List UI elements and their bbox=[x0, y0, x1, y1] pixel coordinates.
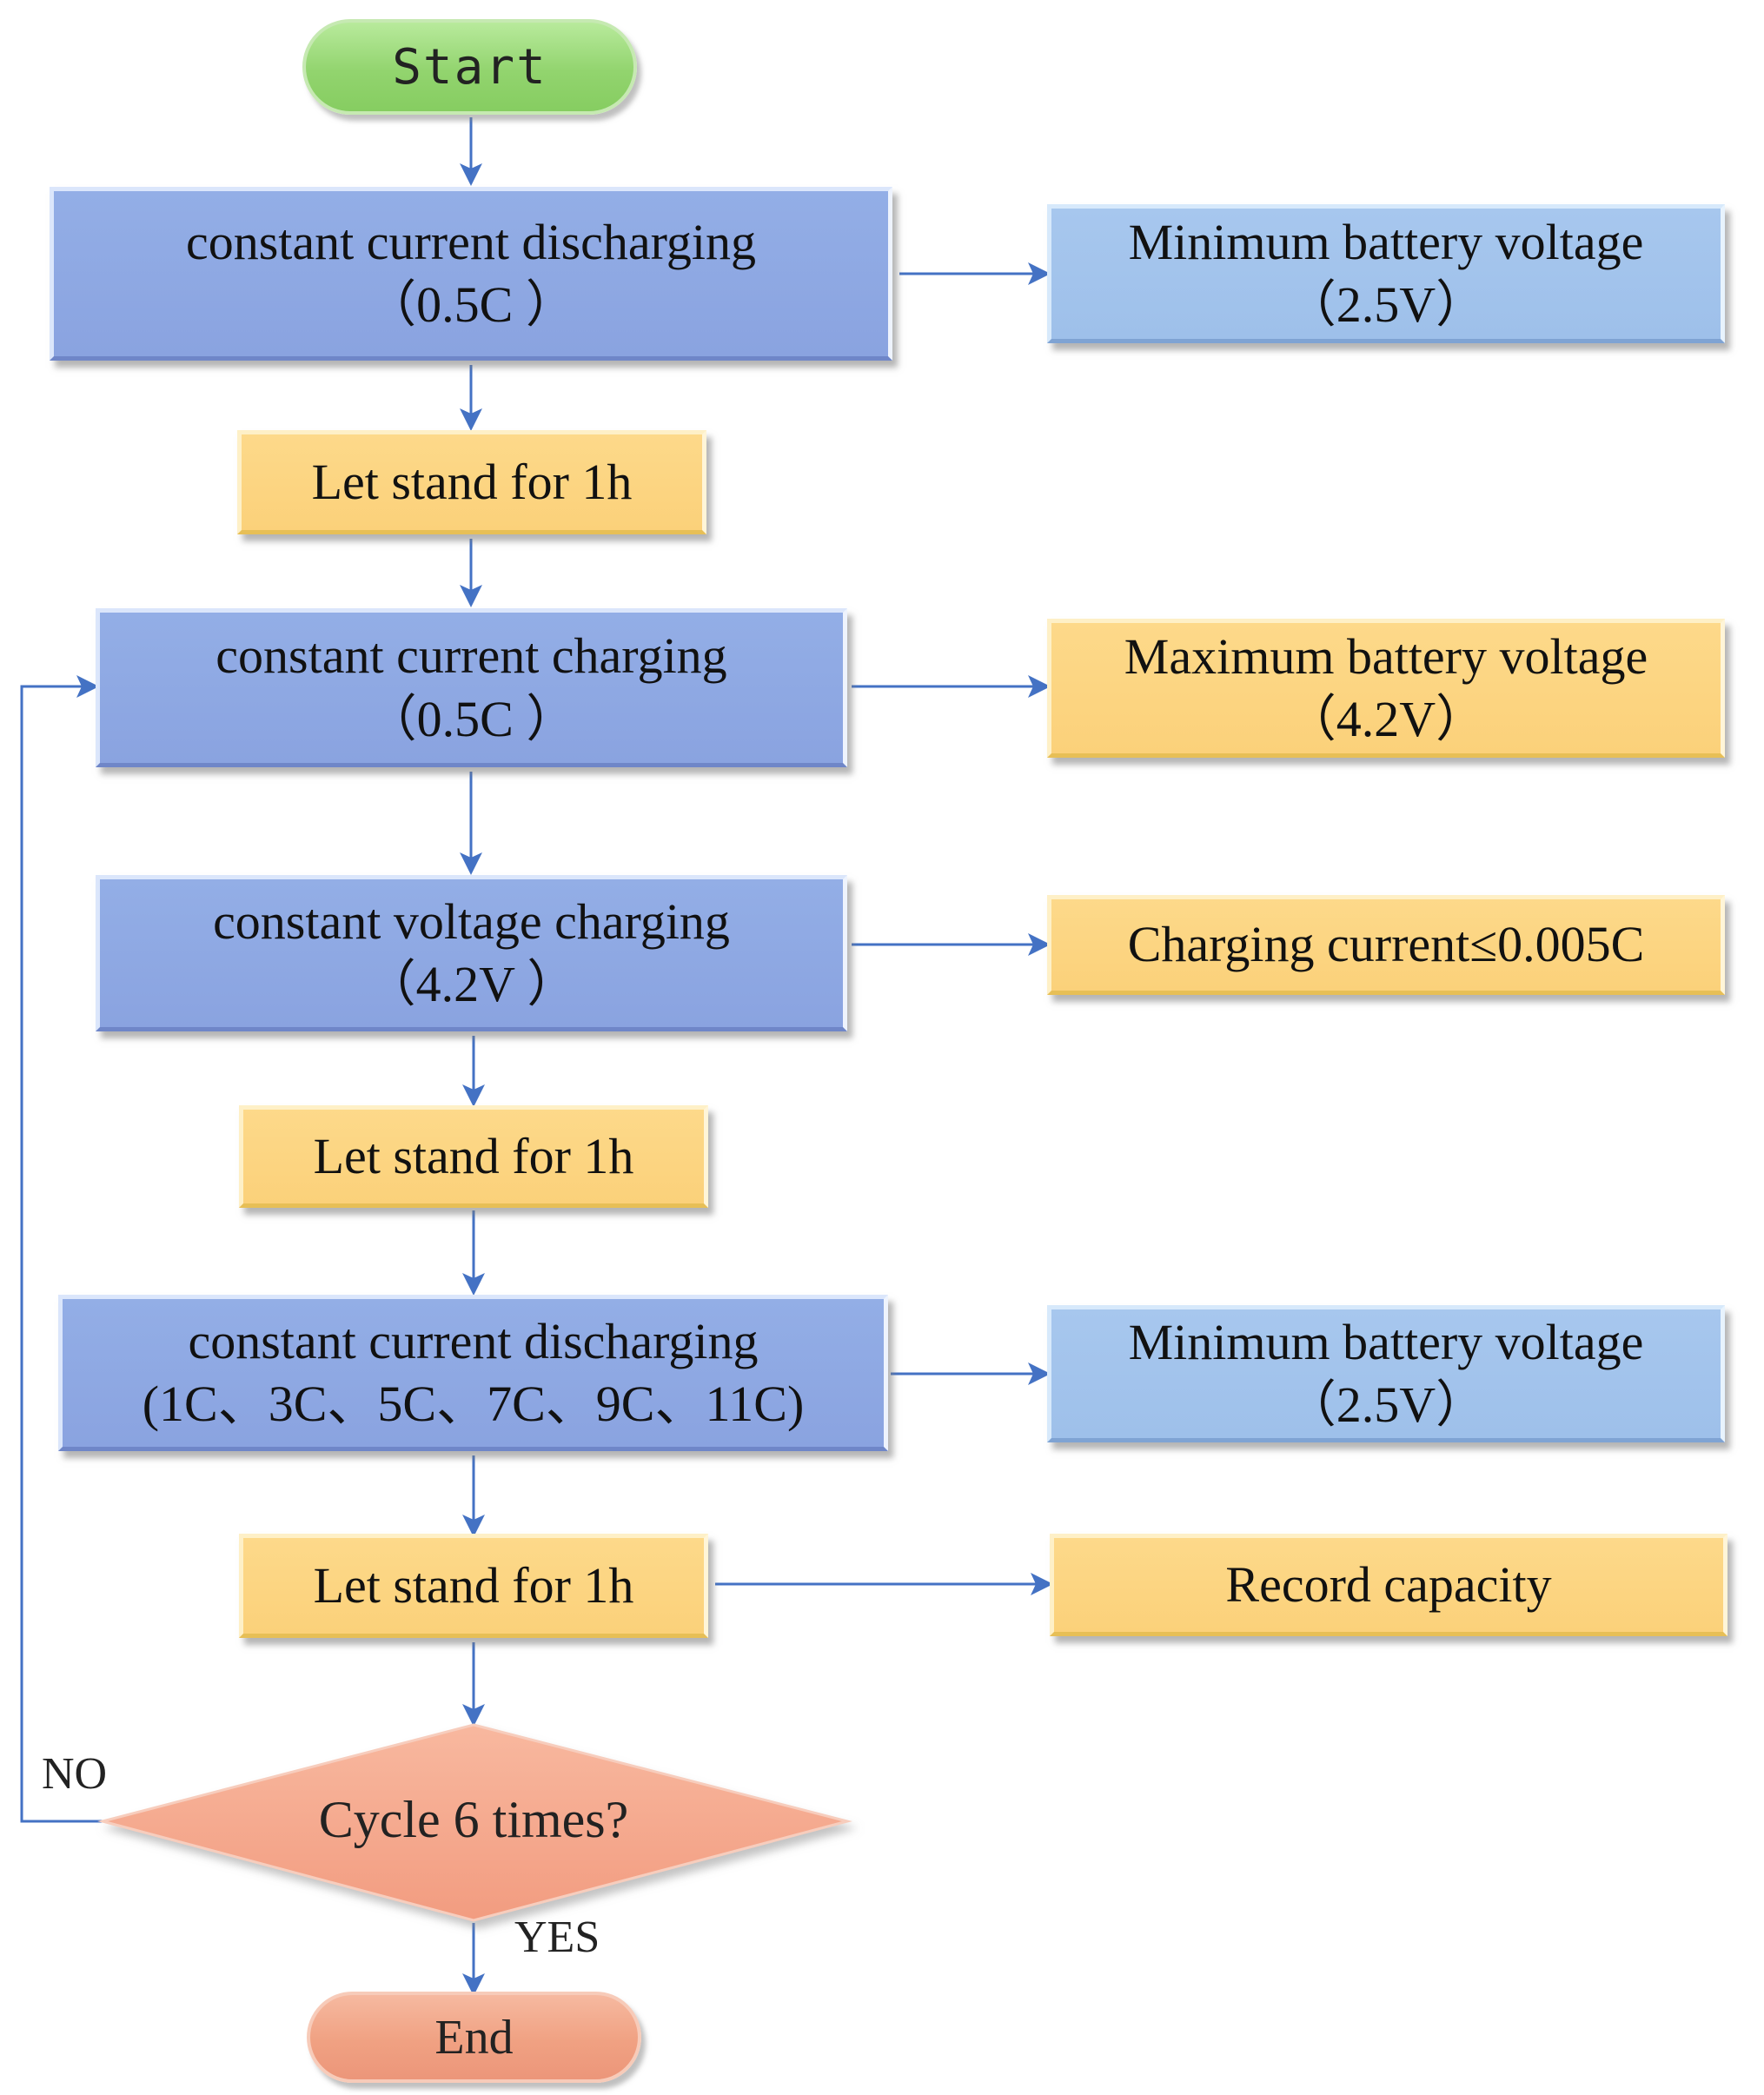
start-terminator: Start bbox=[302, 19, 637, 115]
step-cv-charge: constant voltage charging （4.2V ） bbox=[96, 875, 847, 1031]
step-cc-charge-line2: （0.5C ） bbox=[366, 690, 577, 747]
end-label: End bbox=[434, 2010, 514, 2065]
step-cc-discharge-rates-line2: (1C、3C、5C、7C、9C、11C) bbox=[142, 1376, 805, 1432]
condition-max-voltage-line1: Maximum battery voltage bbox=[1124, 627, 1648, 685]
step-cv-charge-line1: constant voltage charging bbox=[213, 892, 730, 950]
decision-no-label: NO bbox=[42, 1749, 108, 1799]
step-cc-discharge-rates-line1: constant current discharging bbox=[188, 1312, 759, 1369]
condition-min-voltage-2-line1: Minimum battery voltage bbox=[1128, 1313, 1644, 1370]
step-cc-discharge-0-5c: constant current discharging （0.5C ） bbox=[50, 187, 892, 361]
step-let-stand-2: Let stand for 1h bbox=[239, 1105, 708, 1208]
step-cc-discharge-line1: constant current discharging bbox=[185, 213, 757, 270]
step-cc-charge-line1: constant current charging bbox=[216, 627, 727, 684]
decision-question: Cycle 6 times? bbox=[318, 1791, 629, 1848]
condition-min-voltage-2-line2: （2.5V） bbox=[1285, 1376, 1487, 1433]
start-label: Start bbox=[392, 38, 547, 96]
step-cc-discharge-rates: constant current discharging (1C、3C、5C、7… bbox=[58, 1295, 888, 1451]
condition-charging-current: Charging current≤0.005C bbox=[1047, 895, 1725, 995]
condition-max-voltage-line2: （4.2V） bbox=[1285, 691, 1487, 747]
condition-record-capacity-label: Record capacity bbox=[1225, 1555, 1552, 1613]
step-let-stand-2-label: Let stand for 1h bbox=[313, 1127, 634, 1184]
end-terminator: End bbox=[307, 1992, 641, 2083]
condition-min-voltage-1: Minimum battery voltage （2.5V） bbox=[1047, 204, 1725, 343]
step-let-stand-3: Let stand for 1h bbox=[239, 1534, 708, 1638]
condition-min-voltage-1-line2: （2.5V） bbox=[1285, 276, 1487, 333]
step-let-stand-3-label: Let stand for 1h bbox=[313, 1556, 634, 1614]
decision-yes-label: YES bbox=[514, 1913, 600, 1962]
condition-max-voltage: Maximum battery voltage （4.2V） bbox=[1047, 619, 1725, 758]
step-cv-charge-line2: （4.2V ） bbox=[365, 956, 578, 1012]
condition-record-capacity: Record capacity bbox=[1050, 1534, 1728, 1636]
condition-min-voltage-1-line1: Minimum battery voltage bbox=[1128, 213, 1644, 270]
step-let-stand-1: Let stand for 1h bbox=[237, 430, 706, 534]
condition-charging-current-label: Charging current≤0.005C bbox=[1127, 916, 1645, 973]
step-cc-charge: constant current charging （0.5C ） bbox=[96, 608, 847, 767]
condition-min-voltage-2: Minimum battery voltage （2.5V） bbox=[1047, 1305, 1725, 1442]
arrow-no-loop bbox=[20, 675, 103, 1823]
step-cc-discharge-line2: （0.5C ） bbox=[366, 276, 576, 333]
step-let-stand-1-label: Let stand for 1h bbox=[311, 453, 633, 510]
